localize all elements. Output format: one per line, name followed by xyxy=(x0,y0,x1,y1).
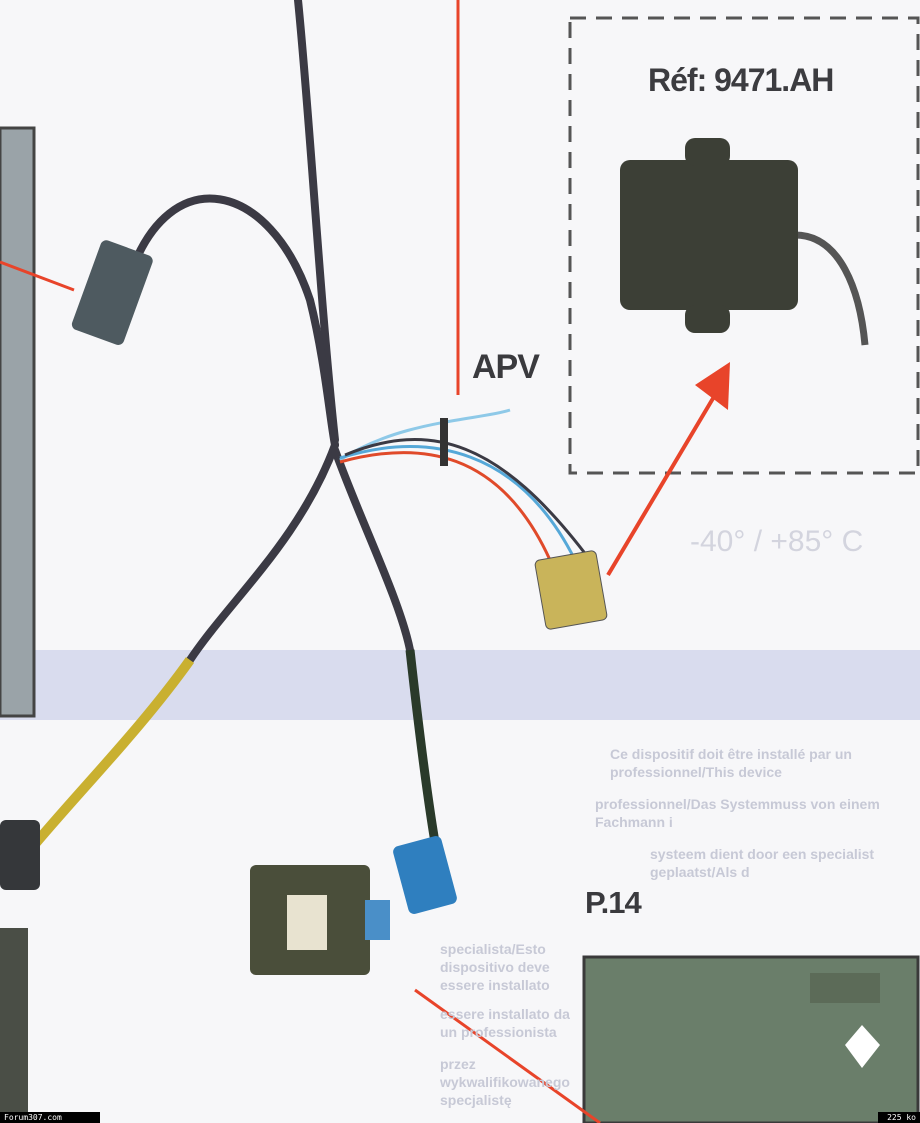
yellow-cable xyxy=(26,657,195,854)
module-cable xyxy=(794,231,869,346)
module-tab-bottom xyxy=(685,305,730,333)
reference-label: Réf: 9471.AH xyxy=(648,62,834,98)
p14-pointer-line xyxy=(414,988,601,1123)
reference-box xyxy=(568,16,920,475)
blue-band xyxy=(0,650,920,720)
apv-wires xyxy=(339,408,592,561)
module-tab-top xyxy=(685,138,730,166)
black-connector xyxy=(0,820,40,890)
page-reference-label: P.14 xyxy=(585,885,642,920)
arrow-head-icon xyxy=(695,362,730,410)
module-plug xyxy=(365,900,390,940)
gray-connector xyxy=(71,240,153,345)
faded-text-line: Ce dispositif doit être installé par un … xyxy=(610,746,852,780)
faded-text-line: professionnel/Das Systemmuss von einem F… xyxy=(595,796,880,830)
faded-text-line: essere installato da un professionista xyxy=(440,1006,570,1040)
apv-label: APV xyxy=(472,348,540,386)
faded-temperature: -40° / +85° C xyxy=(690,525,864,558)
photo-detail xyxy=(810,973,880,1003)
left-pointer-line xyxy=(0,260,75,292)
faded-text-line: systeem dient door een specialist geplaa… xyxy=(650,846,875,880)
module-label xyxy=(287,895,327,950)
faded-text-line: specialista/Esto dispositivo deve essere… xyxy=(440,941,550,993)
left-bottom-photo xyxy=(0,928,28,1118)
cable-tie xyxy=(440,418,448,466)
photo-diamond xyxy=(845,1025,880,1068)
left-photo xyxy=(0,126,36,718)
arrow-line xyxy=(606,393,717,577)
module-9471ah xyxy=(620,160,798,310)
blue-connector xyxy=(393,836,457,914)
yellow-connector xyxy=(534,550,608,630)
footer-size: 225 ko xyxy=(878,1112,920,1123)
cables xyxy=(126,0,414,664)
faded-text-line: przez wykwalifikowanego specjalistę xyxy=(440,1056,570,1108)
footer-site: Forum307.com xyxy=(0,1112,100,1123)
